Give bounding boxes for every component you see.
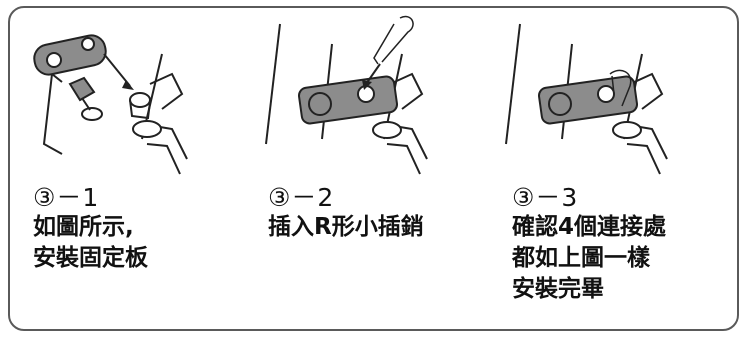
- step-2-number: ③－2: [268, 183, 335, 212]
- step-1-illustration: [33, 34, 188, 175]
- step-1-number: ③－1: [33, 183, 100, 212]
- step-3-caption-line: 都如上圖一樣: [512, 245, 650, 271]
- step-2-caption-line: 插入R形小插銷: [268, 214, 424, 240]
- step-2-caption: 插入R形小插銷: [268, 212, 424, 243]
- step-1-caption-line: 安裝固定板: [33, 245, 148, 271]
- step-2-illustration: [265, 15, 428, 175]
- step-3-number: ③－3: [512, 183, 579, 212]
- step-3-caption: 確認4個連接處 都如上圖一樣 安裝完畢: [512, 212, 666, 305]
- step-1-caption-line: 如圖所示,: [33, 214, 134, 240]
- step-3-illustration: [505, 23, 668, 175]
- step-3-caption-line: 安裝完畢: [512, 276, 604, 302]
- instruction-panel: [8, 6, 739, 331]
- step-3-caption-line: 確認4個連接處: [512, 214, 667, 240]
- step-1-caption: 如圖所示, 安裝固定板: [33, 212, 148, 274]
